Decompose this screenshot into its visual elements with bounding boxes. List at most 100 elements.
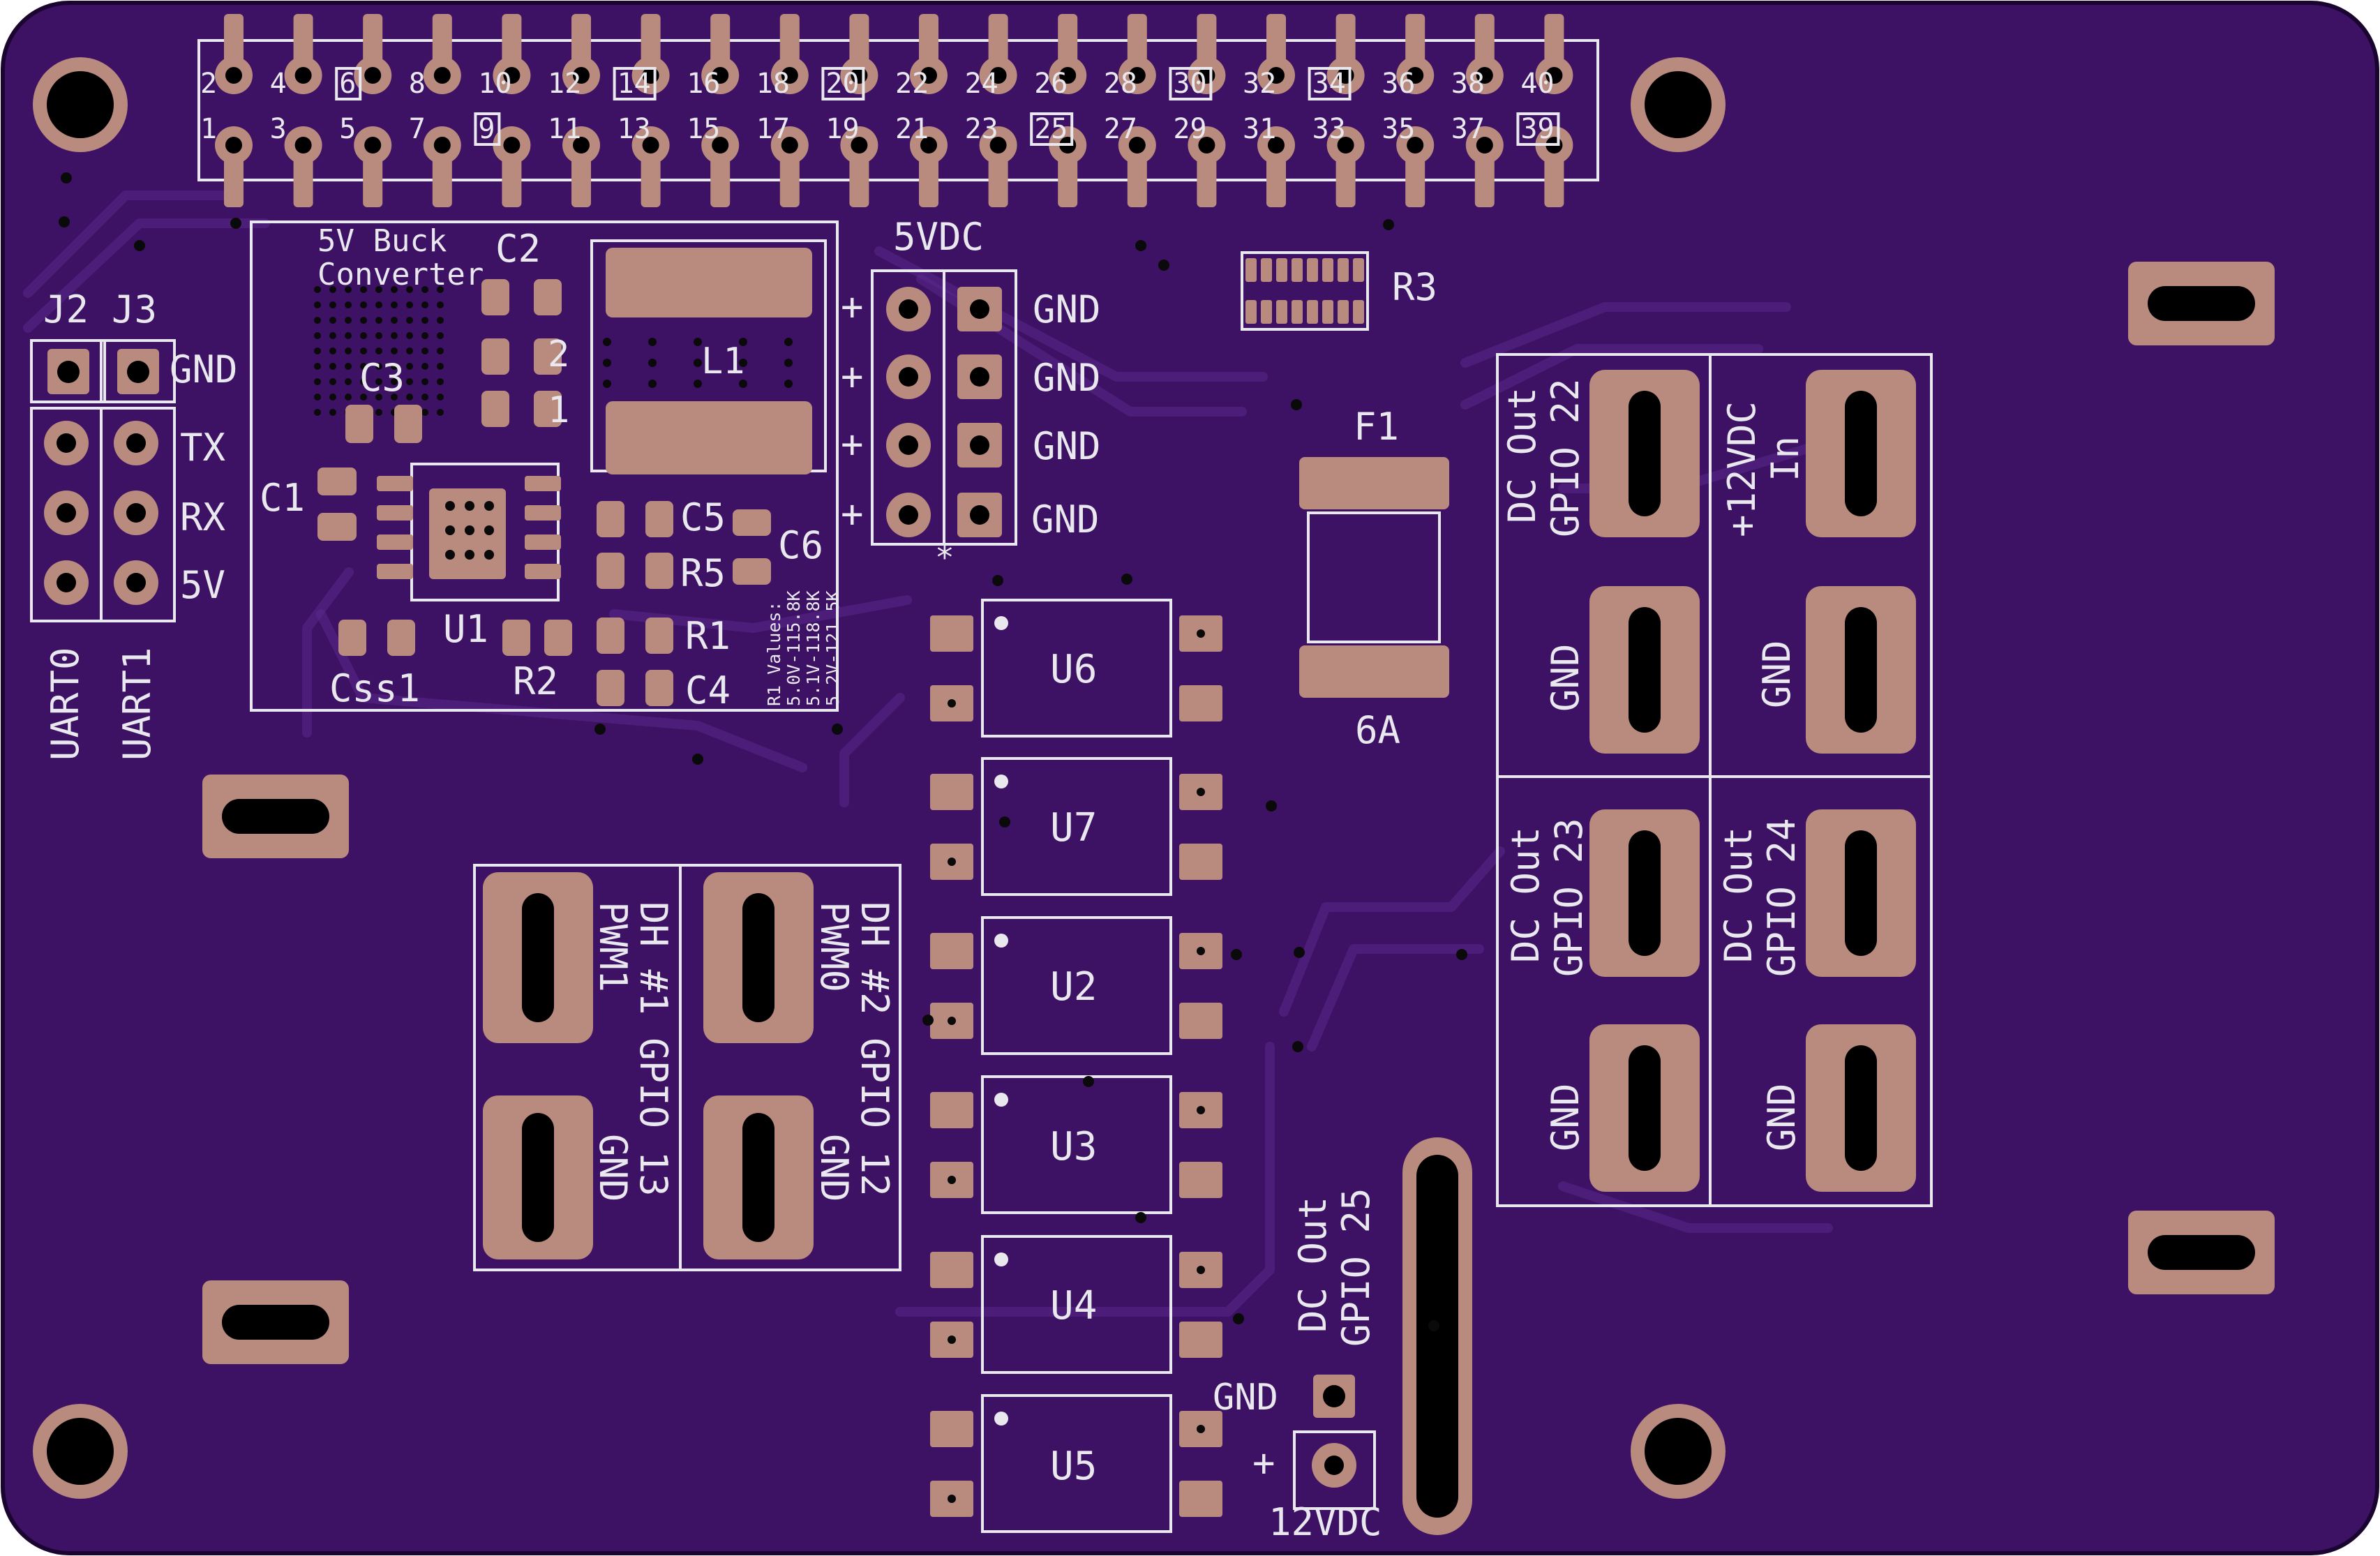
gpio-finger <box>1335 150 1356 207</box>
gpio-finger <box>1197 150 1217 207</box>
gpio-finger <box>1544 150 1564 207</box>
gpio-pin-number: 22 <box>895 68 929 100</box>
c5-label: C5 <box>680 495 726 539</box>
gpio-finger <box>1544 14 1564 70</box>
in-line2: In <box>1763 436 1807 481</box>
gpio-header: 2143658710912111413161518172019222124232… <box>197 14 1599 207</box>
gpio25-line2: GPIO 25 <box>1334 1188 1378 1347</box>
gpio24-line1: DC Out <box>1716 827 1760 963</box>
power5v-plus-3: + <box>841 422 864 466</box>
fuse-rating: 6A <box>1355 708 1400 752</box>
power5v-title: 5VDC <box>893 215 984 259</box>
gpio-pin-number: 39 <box>1520 113 1554 145</box>
gpio-pin-number: 24 <box>965 68 998 100</box>
gpio-pin-number: 29 <box>1173 113 1206 145</box>
c4-label: C4 <box>685 668 731 712</box>
gpio-finger <box>1127 150 1147 207</box>
opto-label-u7: U7 <box>1050 805 1097 851</box>
power5v-plus-2: + <box>841 354 864 398</box>
dh2-gnd-label: GND <box>812 1134 856 1202</box>
gpio-pin-number: 23 <box>965 113 998 145</box>
gpio-finger <box>710 150 731 207</box>
gpio-finger <box>779 150 800 207</box>
gpio-finger <box>919 150 938 207</box>
buck-title-line2: Converter <box>317 257 484 292</box>
dh1-gnd-label: GND <box>591 1134 635 1202</box>
gpio-pin-number: 35 <box>1382 113 1415 145</box>
gpio-pin-number: 14 <box>618 68 651 100</box>
cx1-label: 1 <box>548 389 569 431</box>
gpio-pin-number: 25 <box>1034 113 1068 145</box>
gpio-finger <box>1474 14 1495 70</box>
power5v-gnd-3: GND <box>1033 424 1101 468</box>
gpio-finger <box>1266 150 1286 207</box>
r3-label: R3 <box>1392 265 1437 309</box>
gpio-finger <box>1197 14 1217 70</box>
gpio-finger <box>1058 14 1078 70</box>
opto-label-u4: U4 <box>1050 1283 1097 1329</box>
gpio-finger <box>779 14 800 70</box>
uart1-outline <box>100 407 176 622</box>
dh-terminal-block: DH #1 GPIO 13 PWM1 GND DH #2 GPIO 12 PWM… <box>473 864 901 1271</box>
cx2-label: 2 <box>548 334 569 375</box>
gpio-header-outline <box>197 39 1599 181</box>
gpio-pin-number: 32 <box>1243 68 1276 100</box>
gpio-pin-number: 9 <box>478 113 495 145</box>
css1-label: Css1 <box>329 666 420 710</box>
in-line1: +12VDC <box>1720 401 1764 537</box>
gpio-pin-number: 34 <box>1312 68 1346 100</box>
dh1-pwm-label: PWM1 <box>591 902 635 992</box>
gpio-finger <box>919 14 938 70</box>
power5v-plus-4: + <box>841 492 864 536</box>
gpio-pin-number: 4 <box>270 68 287 100</box>
mounting-holes <box>33 57 1726 1499</box>
buck-outline <box>250 220 839 712</box>
gpio22-line2: GPIO 22 <box>1543 378 1587 537</box>
gpio-pin-number: 3 <box>270 113 287 145</box>
gpio-pin-number: 20 <box>825 68 859 100</box>
gpio-finger <box>363 150 383 207</box>
l1-label: L1 <box>701 341 745 382</box>
gpio-pin-number: 5 <box>339 113 356 145</box>
gpio-pin-number: 27 <box>1104 113 1137 145</box>
opto-label-u2: U2 <box>1050 964 1097 1010</box>
gpio-pin-number: 17 <box>756 113 790 145</box>
gpio-pin-number: 6 <box>339 68 356 100</box>
gpio-finger <box>1405 14 1425 70</box>
gpio-finger <box>988 14 1008 70</box>
gpio-pin-number: 7 <box>409 113 426 145</box>
gpio-finger <box>1127 14 1147 70</box>
gpio-finger <box>1266 14 1286 70</box>
opto-label-u6: U6 <box>1050 647 1097 692</box>
gpio25-block: DC Out GPIO 25 GND + 12VDC <box>1213 1188 1382 1544</box>
dc-out-terminal-block: DC Out GPIO 22 GND +12VDC In GND DC Out … <box>1496 353 1933 1207</box>
gpio-pin-number: 12 <box>548 68 581 100</box>
gpio-pin-number: 31 <box>1243 113 1276 145</box>
gpio-pin-number: 15 <box>687 113 720 145</box>
gpio-finger <box>432 150 452 207</box>
uart-tx-label: TX <box>180 426 226 470</box>
c3-label: C3 <box>359 356 405 400</box>
gpio-pin-number: 19 <box>825 113 859 145</box>
gpio-finger <box>432 14 452 70</box>
gpio-pin-number: 40 <box>1520 68 1554 100</box>
gpio-finger <box>571 14 591 70</box>
gpio25-line1: DC Out <box>1291 1197 1335 1333</box>
j3-label: J3 <box>112 287 157 331</box>
gpio-pin-number: 11 <box>548 113 581 145</box>
gpio24-line2: GPIO 24 <box>1760 818 1804 977</box>
gpio-finger <box>1335 14 1356 70</box>
u1-label: U1 <box>443 607 488 651</box>
r1-label: R1 <box>685 614 731 658</box>
buck-title-line1: 5V Buck <box>317 223 447 259</box>
optocoupler-body <box>981 1075 1172 1214</box>
gpio-finger <box>1474 150 1495 207</box>
gpio-finger <box>1058 150 1078 207</box>
fuse-name: F1 <box>1354 405 1399 449</box>
gpio25-supply: 12VDC <box>1268 1500 1382 1544</box>
r1-note-line2: 5.0V-115.8K <box>784 590 804 706</box>
gpio23-line2: GPIO 23 <box>1547 818 1591 977</box>
c6-label: C6 <box>778 523 823 567</box>
gpio-finger <box>502 14 522 70</box>
